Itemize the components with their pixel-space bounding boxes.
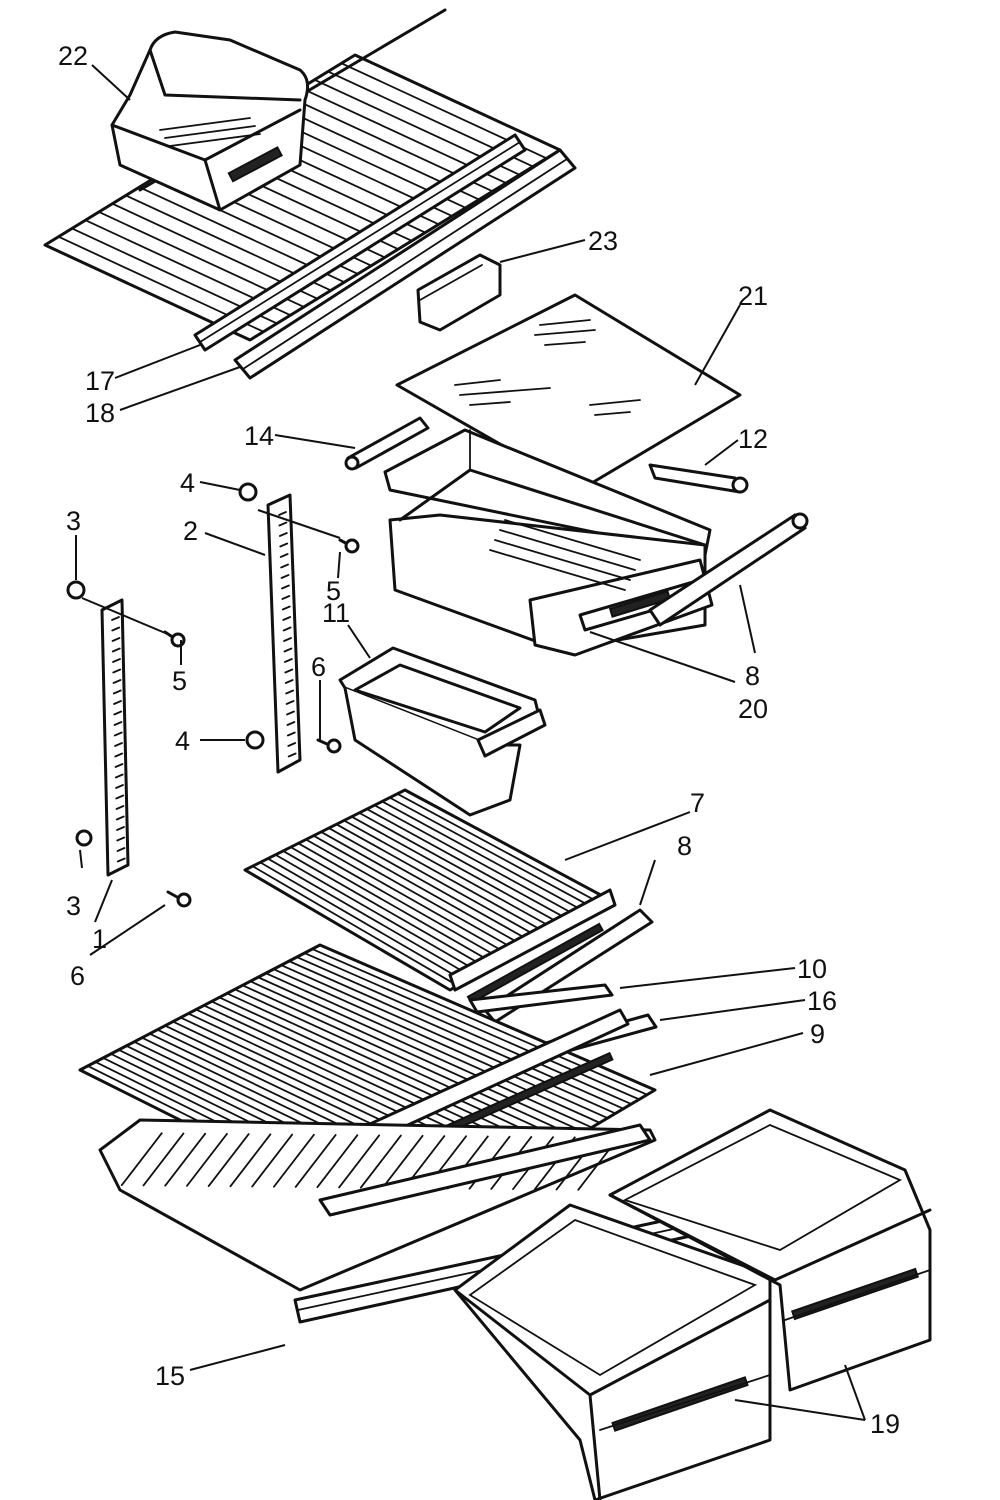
- callout-21: 21: [738, 281, 768, 311]
- part-8-rod-upper: [648, 512, 809, 627]
- callout-4-upper: 4: [180, 468, 195, 498]
- callout-8-upper: 8: [745, 661, 760, 691]
- part-10-rail: [468, 983, 614, 1014]
- part-19-crisper-drawer-right: [608, 1108, 932, 1392]
- callout-2: 2: [183, 516, 198, 546]
- part-6-screw-upper: [316, 738, 342, 754]
- part-11-utility-pan: [338, 646, 547, 817]
- callout-23: 23: [588, 226, 618, 256]
- leader-lines: [75, 64, 866, 1421]
- part-1-shelf-support: [100, 598, 130, 877]
- callout-3-upper: 3: [66, 506, 81, 536]
- callout-10: 10: [797, 954, 827, 984]
- part-7-wire-shelf: [243, 788, 617, 1005]
- part-19-crisper-drawer-left: [453, 1203, 772, 1500]
- callout-20: 20: [738, 694, 768, 724]
- crisper-cover-frame: [98, 1118, 657, 1292]
- part-6-screw-lower: [166, 890, 192, 908]
- callout-17: 17: [85, 366, 115, 396]
- callout-16: 16: [807, 986, 837, 1016]
- callout-11: 11: [322, 598, 350, 628]
- part-5-screw-upper: [338, 538, 360, 554]
- callout-9: 9: [810, 1019, 825, 1049]
- callout-18: 18: [85, 398, 115, 428]
- part-17-shelf-rail: [193, 133, 527, 352]
- callout-14: 14: [244, 421, 274, 451]
- part-23-shelf-bracket: [416, 253, 502, 332]
- callout-1: 1: [92, 924, 107, 954]
- part-14-rod: [344, 416, 430, 471]
- part-2-shelf-support: [266, 493, 302, 774]
- part-3-cap-upper: [66, 580, 86, 600]
- part-4-cap-upper: [238, 482, 258, 502]
- callout-6-lower: 6: [70, 961, 85, 991]
- part-22-bin: [110, 30, 310, 212]
- callout-3-lower: 3: [66, 891, 81, 921]
- part-18-shelf-rail: [233, 148, 577, 380]
- callout-5-upper: 5: [326, 576, 341, 606]
- callout-labels: 22 23 21 17 18 14 12 4 2 3 5 11 8 20 5 6…: [58, 41, 900, 1439]
- callout-5-lower: 5: [172, 666, 187, 696]
- part-12-rod: [648, 463, 749, 494]
- callout-8-lower: 8: [677, 831, 692, 861]
- part-20-meat-drawer-assembly: [383, 428, 714, 657]
- callout-7: 7: [690, 788, 705, 818]
- callout-19: 19: [870, 1409, 900, 1439]
- callout-4-lower: 4: [175, 726, 190, 756]
- callout-15: 15: [155, 1361, 185, 1391]
- callout-12: 12: [738, 424, 768, 454]
- callout-22: 22: [58, 41, 88, 71]
- callout-6-upper: 6: [311, 652, 326, 682]
- part-4-cap-lower: [245, 730, 265, 750]
- part-3-cap-lower: [75, 829, 93, 847]
